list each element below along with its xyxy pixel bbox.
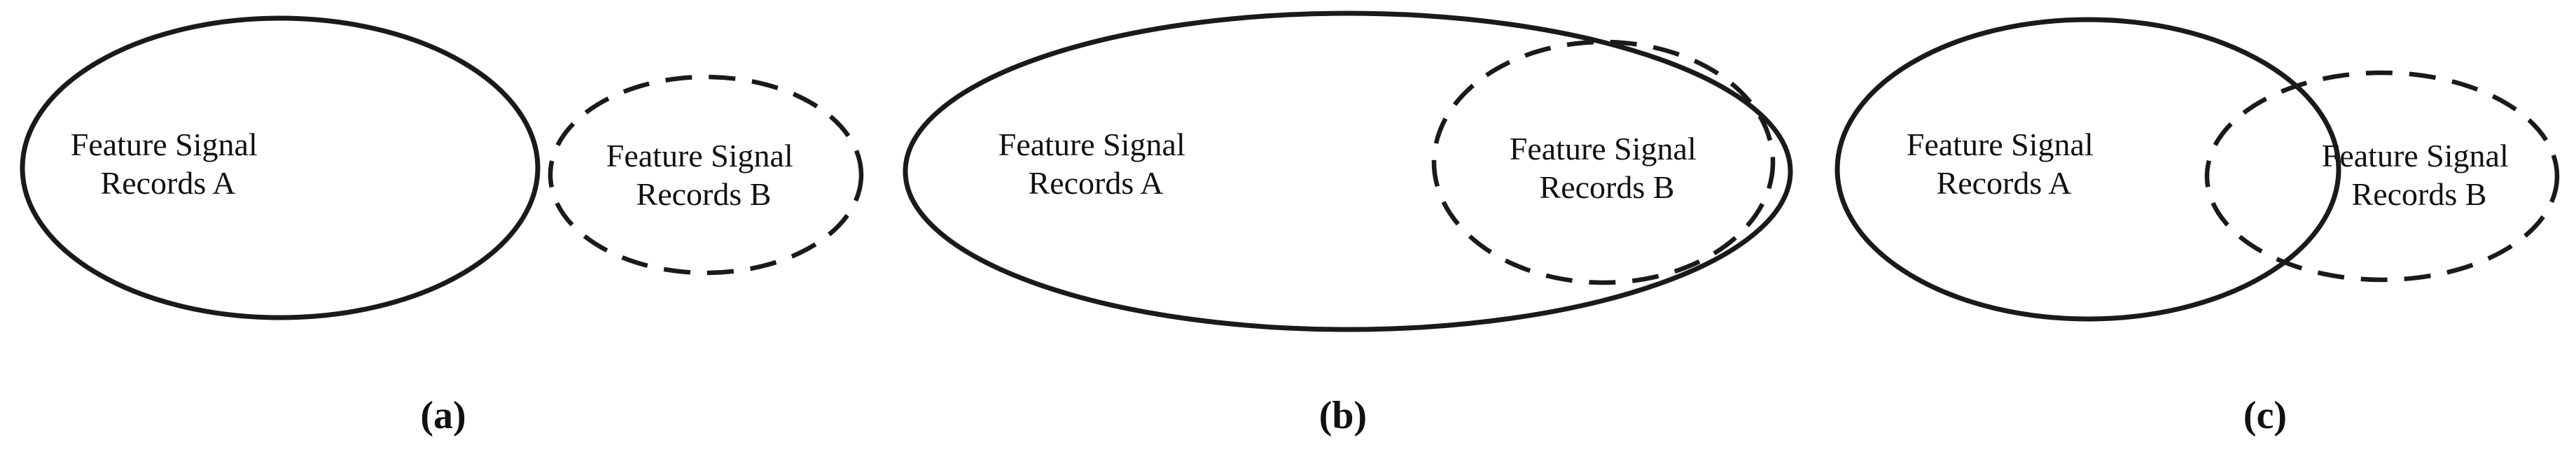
panel-b-set-b-label: Feature Signal Records B — [1510, 131, 1705, 205]
panel-c-set-a-label-line2: Records A — [1937, 165, 2072, 201]
panel-a-set-a-ellipse — [20, 15, 541, 320]
panel-c-set-a-label-line1: Feature Signal — [1907, 127, 2094, 162]
panel-c-set-b-ellipse — [2204, 70, 2560, 283]
panel-b-set-b-label-line2: Records B — [1540, 169, 1675, 205]
panel-b-set-b-ellipse — [1431, 39, 1776, 285]
panel-c-set-b-label-line2: Records B — [2352, 176, 2487, 212]
panel-b-set-a-label: Feature Signal Records A — [998, 127, 1194, 201]
panel-b-caption: (b) — [1319, 394, 1367, 437]
panel-a-caption: (a) — [420, 394, 466, 437]
panel-c-set-b-label: Feature Signal Records B — [2322, 138, 2517, 212]
panel-b: Feature Signal Records A Feature Signal … — [903, 10, 1793, 437]
panel-c-set-a-label: Feature Signal Records A — [1907, 127, 2102, 201]
panel-a-set-a-label-line1: Feature Signal — [71, 127, 258, 162]
panel-c-caption: (c) — [2243, 394, 2287, 437]
panel-a-set-b-label-line1: Feature Signal — [606, 138, 793, 173]
panel-a-set-a-label: Feature Signal Records A — [71, 127, 266, 201]
panel-a-set-b-label: Feature Signal Records B — [606, 138, 802, 212]
panel-c-set-a-ellipse — [1834, 17, 2341, 322]
panel-a-set-b-ellipse — [548, 74, 864, 276]
panel-b-set-a-label-line2: Records A — [1029, 165, 1164, 201]
panel-c-set-b-label-line1: Feature Signal — [2322, 138, 2509, 173]
panel-a-set-a-label-line2: Records A — [101, 165, 236, 201]
panel-a: Feature Signal Records A Feature Signal … — [20, 15, 864, 437]
panel-c: Feature Signal Records A Feature Signal … — [1834, 17, 2560, 437]
panel-b-set-a-ellipse — [903, 10, 1793, 332]
panel-a-set-b-label-line2: Records B — [636, 176, 772, 212]
panel-b-set-a-label-line1: Feature Signal — [998, 127, 1185, 162]
panel-b-set-b-label-line1: Feature Signal — [1510, 131, 1697, 166]
